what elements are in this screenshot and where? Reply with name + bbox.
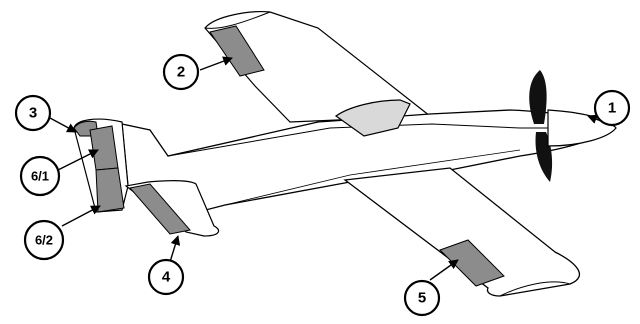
- leader-3: [49, 117, 77, 133]
- callout-5-label: 5: [418, 290, 426, 307]
- callout-1-label: 1: [608, 100, 616, 117]
- callout-3-label: 3: [29, 105, 37, 122]
- fuselage-belly-line: [224, 149, 521, 206]
- callout-3: 3: [14, 94, 52, 132]
- canopy: [334, 99, 411, 137]
- rudder-lower: [95, 167, 125, 213]
- leader-6-1: [57, 149, 99, 171]
- callout-6-1-label: 6/1: [31, 169, 49, 184]
- callout-2-label: 2: [177, 64, 185, 81]
- leader-2: [199, 56, 233, 71]
- callout-6-1: 6/1: [19, 155, 61, 197]
- lower-wing-tip-line: [499, 281, 571, 297]
- elevator: [129, 183, 191, 235]
- upper-wing-tip-line: [204, 11, 271, 29]
- callout-1: 1: [593, 89, 631, 127]
- callout-6-2-label: 6/2: [35, 233, 53, 248]
- propeller-blade-upper: [529, 70, 547, 124]
- callout-5: 5: [403, 279, 441, 317]
- leader-4: [169, 235, 181, 263]
- callout-4-label: 4: [162, 269, 171, 286]
- callout-6-2: 6/2: [23, 219, 65, 261]
- callout-4: 4: [147, 258, 185, 296]
- callout-2: 2: [162, 53, 200, 91]
- right-aileron: [439, 239, 505, 287]
- leader-5: [429, 259, 459, 281]
- leader-6-2: [61, 205, 101, 227]
- lower-wing: [343, 167, 581, 297]
